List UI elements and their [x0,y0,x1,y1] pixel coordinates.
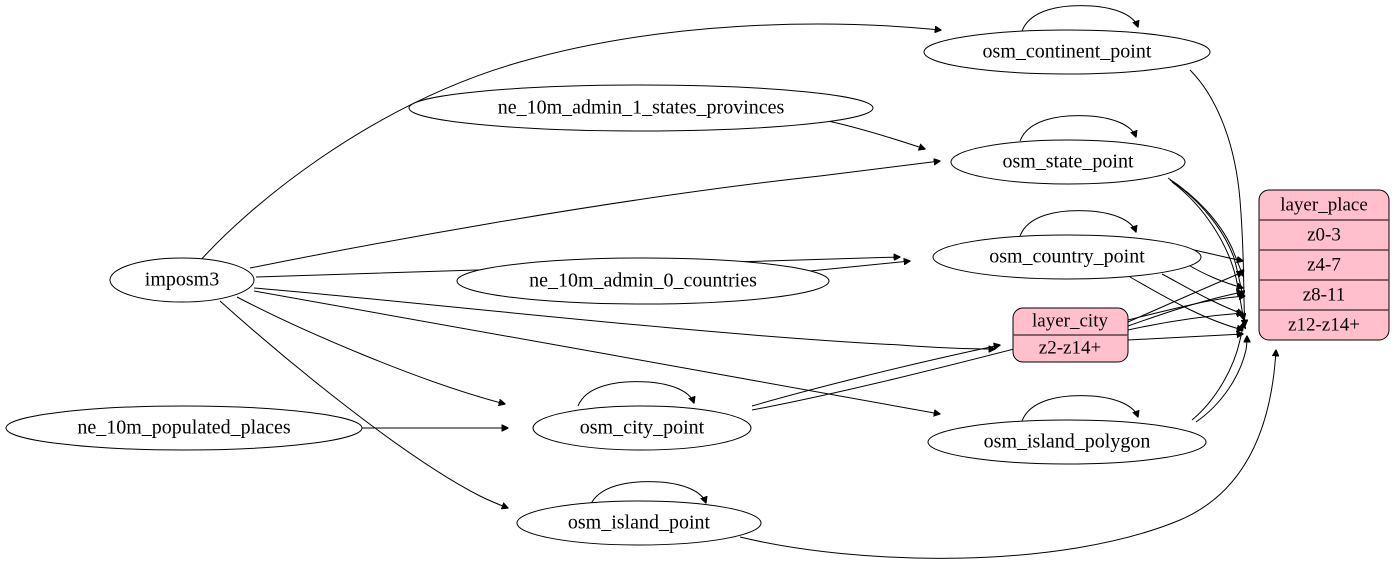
node-layer-place[interactable]: layer_place z0-3 z4-7 z8-11 z12-z14+ [1258,189,1390,341]
selfloop-osm-state-point [1019,115,1136,142]
edge-ne-states-to-osm-state-point [827,120,925,149]
edge-layer-city-to-layer-place-z0-3 [1127,272,1243,323]
edge-osm-city-point-to-layer-city [751,345,1000,407]
edge-osm-island-polygon-to-layer-place-z12 [1195,336,1247,423]
layer-place-header: layer_place [1280,194,1368,215]
node-osm-island-point[interactable]: osm_island_point [516,500,762,546]
node-osm-island-point-label: osm_island_point [568,512,711,534]
node-osm-country-point-label: osm_country_point [989,246,1145,268]
node-osm-island-polygon-label: osm_island_polygon [984,431,1151,453]
node-osm-city-point[interactable]: osm_city_point [532,405,752,451]
selfloop-osm-island-polygon [1021,395,1138,422]
layer-place-row-z4-7[interactable]: z4-7 [1307,254,1341,275]
layer-place-row-z0-3[interactable]: z0-3 [1307,224,1341,245]
edge-imposm3-to-layer-city [253,287,995,349]
edge-osm-continent-point-to-layer-place-z12 [1189,69,1245,326]
node-osm-continent-point[interactable]: osm_continent_point [923,29,1211,75]
selfloop-osm-country-point [1019,210,1136,237]
node-imposm3-label: imposm3 [145,269,219,291]
node-osm-state-point-label: osm_state_point [1002,151,1134,173]
node-osm-state-point[interactable]: osm_state_point [950,139,1186,185]
edge-imposm3-to-osm-state-point [249,161,940,269]
layer-place-row-z8-11[interactable]: z8-11 [1303,284,1346,305]
edge-imposm3-to-osm-city-point [236,296,505,404]
edge-osm-country-point-to-layer-place-z12 [1129,276,1243,330]
edge-imposm3-to-osm-island-polygon [253,290,940,414]
edges-layer [198,5,1276,559]
edge-layer-city-to-layer-place-z8-11 [1127,313,1243,331]
edge-imposm3-to-osm-island-point [219,300,508,508]
nodes-layer: imposm3 ne_10m_admin_1_states_provinces … [5,29,1390,546]
edge-layer-city-to-layer-place-z4-7 [1127,292,1243,327]
node-ne-10m-admin-0-countries-label: ne_10m_admin_0_countries [529,270,757,292]
node-ne-10m-populated-places-label: ne_10m_populated_places [77,417,290,439]
selfloop-osm-city-point [577,381,694,407]
layer-city-header: layer_city [1032,310,1108,331]
selfloop-osm-island-point [589,481,706,507]
node-imposm3[interactable]: imposm3 [109,257,255,303]
edge-osm-island-point-to-layer-place-z12 [739,350,1276,559]
node-osm-island-polygon[interactable]: osm_island_polygon [927,419,1207,465]
edge-osm-state-point-to-layer-place-z0-3 [1167,177,1243,276]
edge-osm-state-point-to-layer-place-z4-7 [1169,179,1243,297]
node-osm-continent-point-label: osm_continent_point [983,41,1152,63]
node-osm-city-point-label: osm_city_point [580,417,705,439]
edge-layer-city-to-layer-place-z12 [1127,334,1243,341]
layer-city-row-z2-z14[interactable]: z2-z14+ [1039,337,1101,358]
node-ne-10m-admin-0-countries[interactable]: ne_10m_admin_0_countries [456,257,830,305]
edge-osm-island-polygon-to-layer-place-z8-11 [1191,322,1244,421]
layer-place-row-z12-z14[interactable]: z12-z14+ [1288,314,1360,335]
node-layer-city[interactable]: layer_city z2-z14+ [1012,307,1129,363]
edge-osm-country-point-to-layer-place-z8-11 [1161,273,1243,314]
node-ne-10m-populated-places[interactable]: ne_10m_populated_places [5,405,363,451]
node-ne-10m-admin-1-states-provinces-label: ne_10m_admin_1_states_provinces [498,97,785,119]
edge-osm-city-point-to-layer-place-z8-11 [751,296,1245,411]
selfloop-osm-continent-point [1021,5,1138,32]
node-osm-country-point[interactable]: osm_country_point [932,234,1202,280]
node-ne-10m-admin-1-states-provinces[interactable]: ne_10m_admin_1_states_provinces [408,84,874,132]
edge-ne-countries-to-osm-country-point [799,261,910,273]
edge-imposm3-to-osm-continent-point [198,23,941,263]
